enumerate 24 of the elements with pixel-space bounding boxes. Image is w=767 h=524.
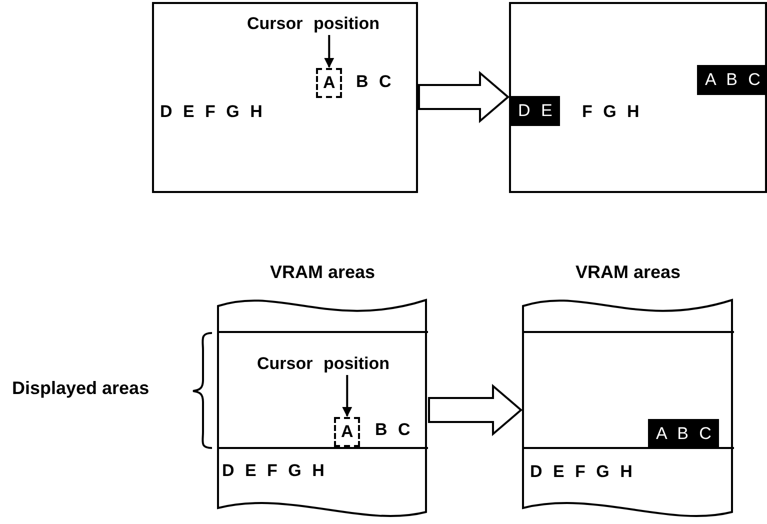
annotation-text: Displayed areas bbox=[12, 378, 150, 399]
highlighted-text: A B C bbox=[697, 65, 767, 95]
block-arrow bbox=[428, 384, 523, 436]
screen-text: D E F G H bbox=[530, 462, 632, 482]
screen-text: F G H bbox=[582, 102, 640, 122]
displayed-area-band bbox=[522, 331, 734, 449]
heading-text: VRAM areas bbox=[575, 262, 681, 283]
highlighted-text: A B C bbox=[648, 419, 720, 449]
highlighted-text: D E bbox=[510, 96, 560, 126]
heading-text: VRAM areas bbox=[270, 262, 376, 283]
displayed-area-band bbox=[217, 331, 428, 449]
cursor-box: A bbox=[316, 68, 342, 98]
block-arrow bbox=[418, 70, 510, 124]
screen-box bbox=[152, 2, 418, 193]
arrow bbox=[324, 35, 334, 68]
cursor-box: A bbox=[334, 417, 360, 447]
screen-text: Cursor position bbox=[247, 14, 380, 34]
screen-text: B C bbox=[356, 72, 392, 92]
screen-text: D E F G H bbox=[160, 102, 262, 122]
screen-box bbox=[509, 2, 767, 193]
arrow bbox=[342, 375, 352, 417]
screen-text: Cursor position bbox=[257, 354, 390, 374]
screen-text: D E F G H bbox=[222, 461, 324, 481]
screen-text: B C bbox=[375, 420, 410, 440]
